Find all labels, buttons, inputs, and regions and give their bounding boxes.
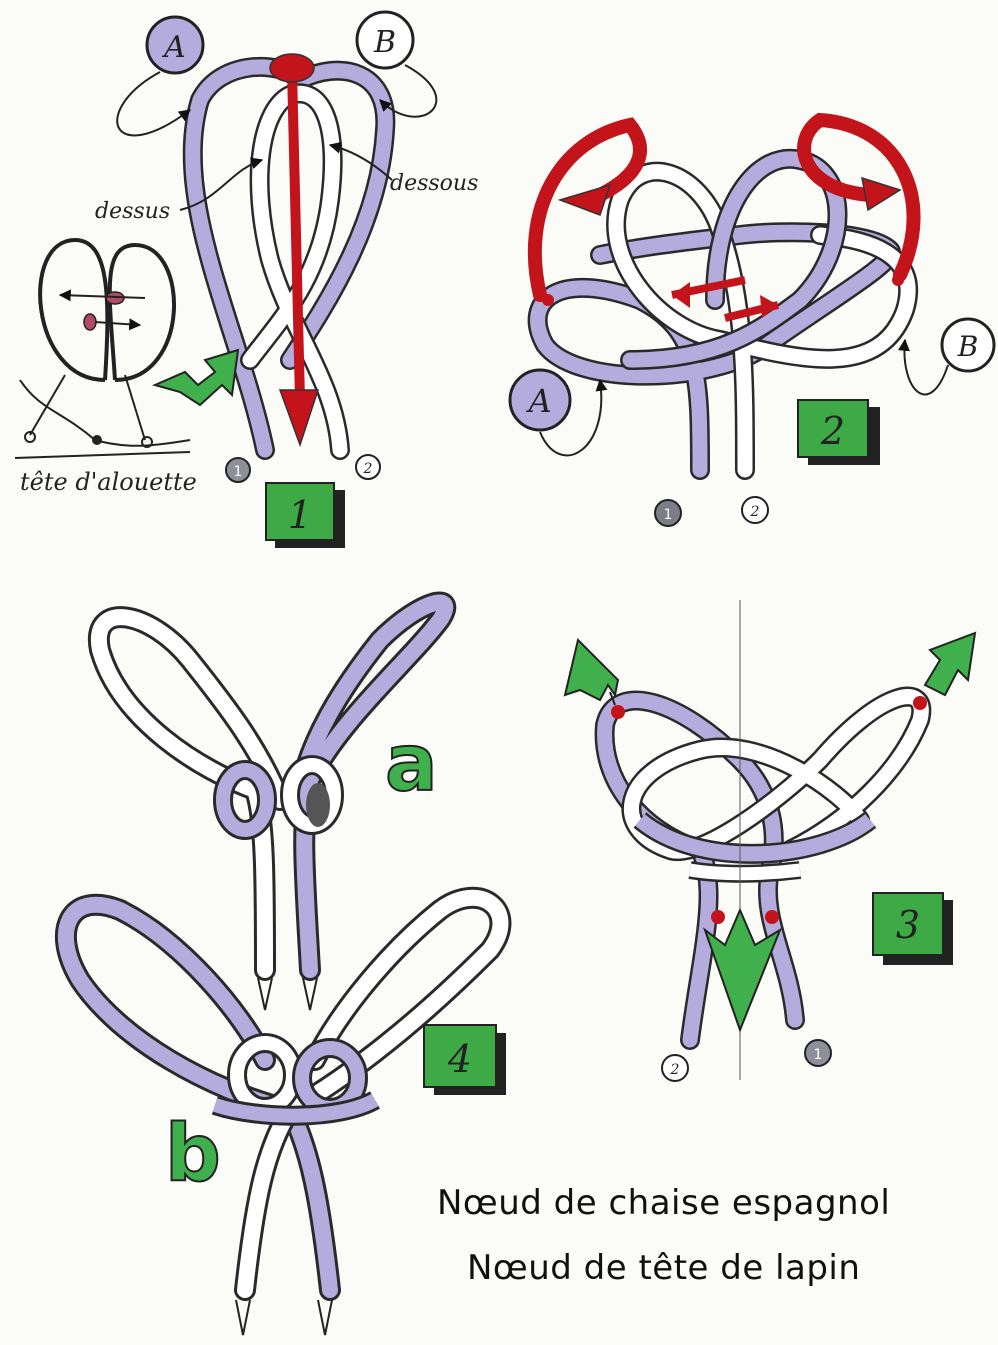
svg-text:3: 3 xyxy=(896,903,920,947)
label-under: dessous xyxy=(390,171,478,196)
step-letter-b: b xyxy=(165,1109,221,1199)
svg-text:A: A xyxy=(161,30,186,65)
green-arrow-up-left xyxy=(565,640,618,700)
svg-text:2: 2 xyxy=(363,461,373,477)
svg-text:1: 1 xyxy=(288,493,312,537)
title-line-1: Nœud de chaise espagnol xyxy=(437,1183,890,1223)
svg-text:1: 1 xyxy=(664,507,673,523)
svg-text:2: 2 xyxy=(820,409,845,453)
svg-text:B: B xyxy=(373,25,396,60)
panel-step-1: A B dessus dessous tête d'alouette xyxy=(15,12,478,548)
svg-text:1: 1 xyxy=(234,464,243,480)
label-larks-head: tête d'alouette xyxy=(20,468,197,496)
panel-step-4: a b 4 xyxy=(66,603,506,1335)
larks-head-inset xyxy=(15,240,190,458)
green-arrow-step1 xyxy=(155,350,238,405)
svg-text:4: 4 xyxy=(447,1037,472,1081)
panel-step-2: A B 1 2 2 xyxy=(510,120,994,526)
green-arrow-up-right xyxy=(925,633,975,695)
svg-text:2: 2 xyxy=(670,1062,680,1078)
svg-text:1: 1 xyxy=(814,1047,823,1063)
svg-text:A: A xyxy=(525,382,551,420)
label-over: dessus xyxy=(95,199,170,224)
step-letter-a: a xyxy=(385,719,438,809)
svg-text:2: 2 xyxy=(750,504,760,520)
svg-text:B: B xyxy=(957,330,979,363)
panel-step-3: 2 1 3 xyxy=(565,600,975,1081)
title-line-2: Nœud de tête de lapin xyxy=(467,1248,860,1288)
